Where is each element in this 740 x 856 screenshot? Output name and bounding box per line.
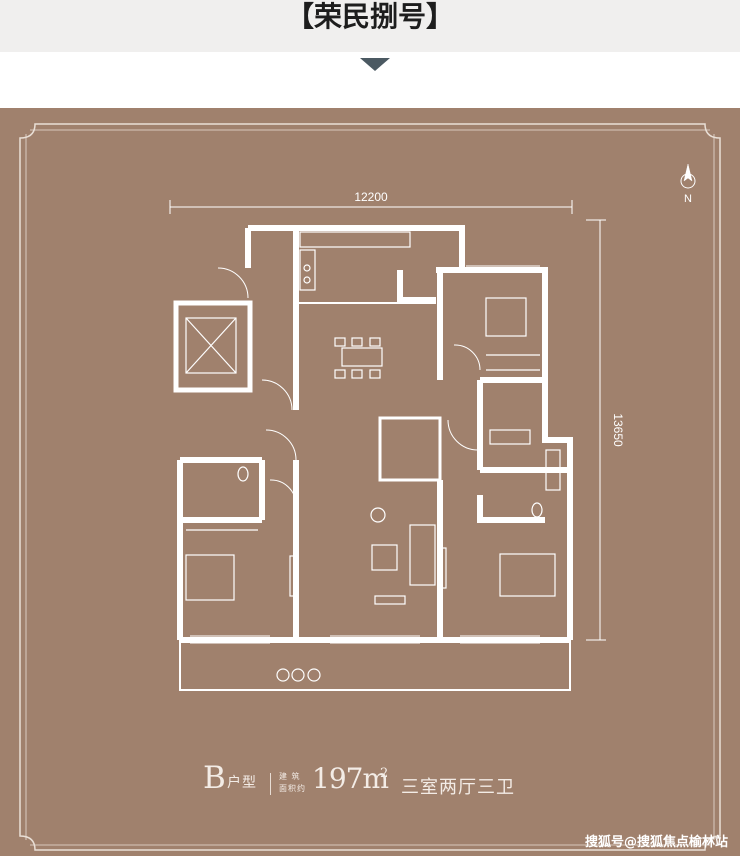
watermark: 搜狐号@搜狐焦点榆林站	[584, 835, 728, 850]
north-label: N	[684, 193, 692, 205]
decorative-frame	[19, 123, 721, 851]
page-title: 【荣民捌号】	[285, 0, 454, 33]
floor-plan-drawing: 12200 13650 N	[19, 123, 721, 851]
down-arrow-icon	[360, 58, 390, 71]
area-value: 197m	[312, 762, 389, 795]
header-bar	[0, 0, 740, 52]
unit-type-letter: B	[203, 760, 226, 796]
windows	[190, 265, 540, 644]
furniture	[185, 231, 561, 682]
floor-plan-panel	[0, 108, 740, 856]
unit-type-suffix: 户型	[227, 775, 257, 791]
divider	[270, 773, 271, 795]
doors	[217, 267, 481, 506]
layout-description: 三室两厅三卫	[401, 777, 515, 798]
area-superscript: 2	[380, 766, 389, 781]
area-label-line1: 建 筑	[279, 772, 301, 781]
width-dimension-label: 12200	[354, 190, 388, 204]
height-dimension-label: 13650	[611, 413, 625, 447]
walls	[173, 225, 573, 691]
area-label-line2: 面积约	[279, 784, 306, 793]
dimension-lines	[169, 200, 606, 641]
compass-north-icon	[680, 163, 696, 189]
